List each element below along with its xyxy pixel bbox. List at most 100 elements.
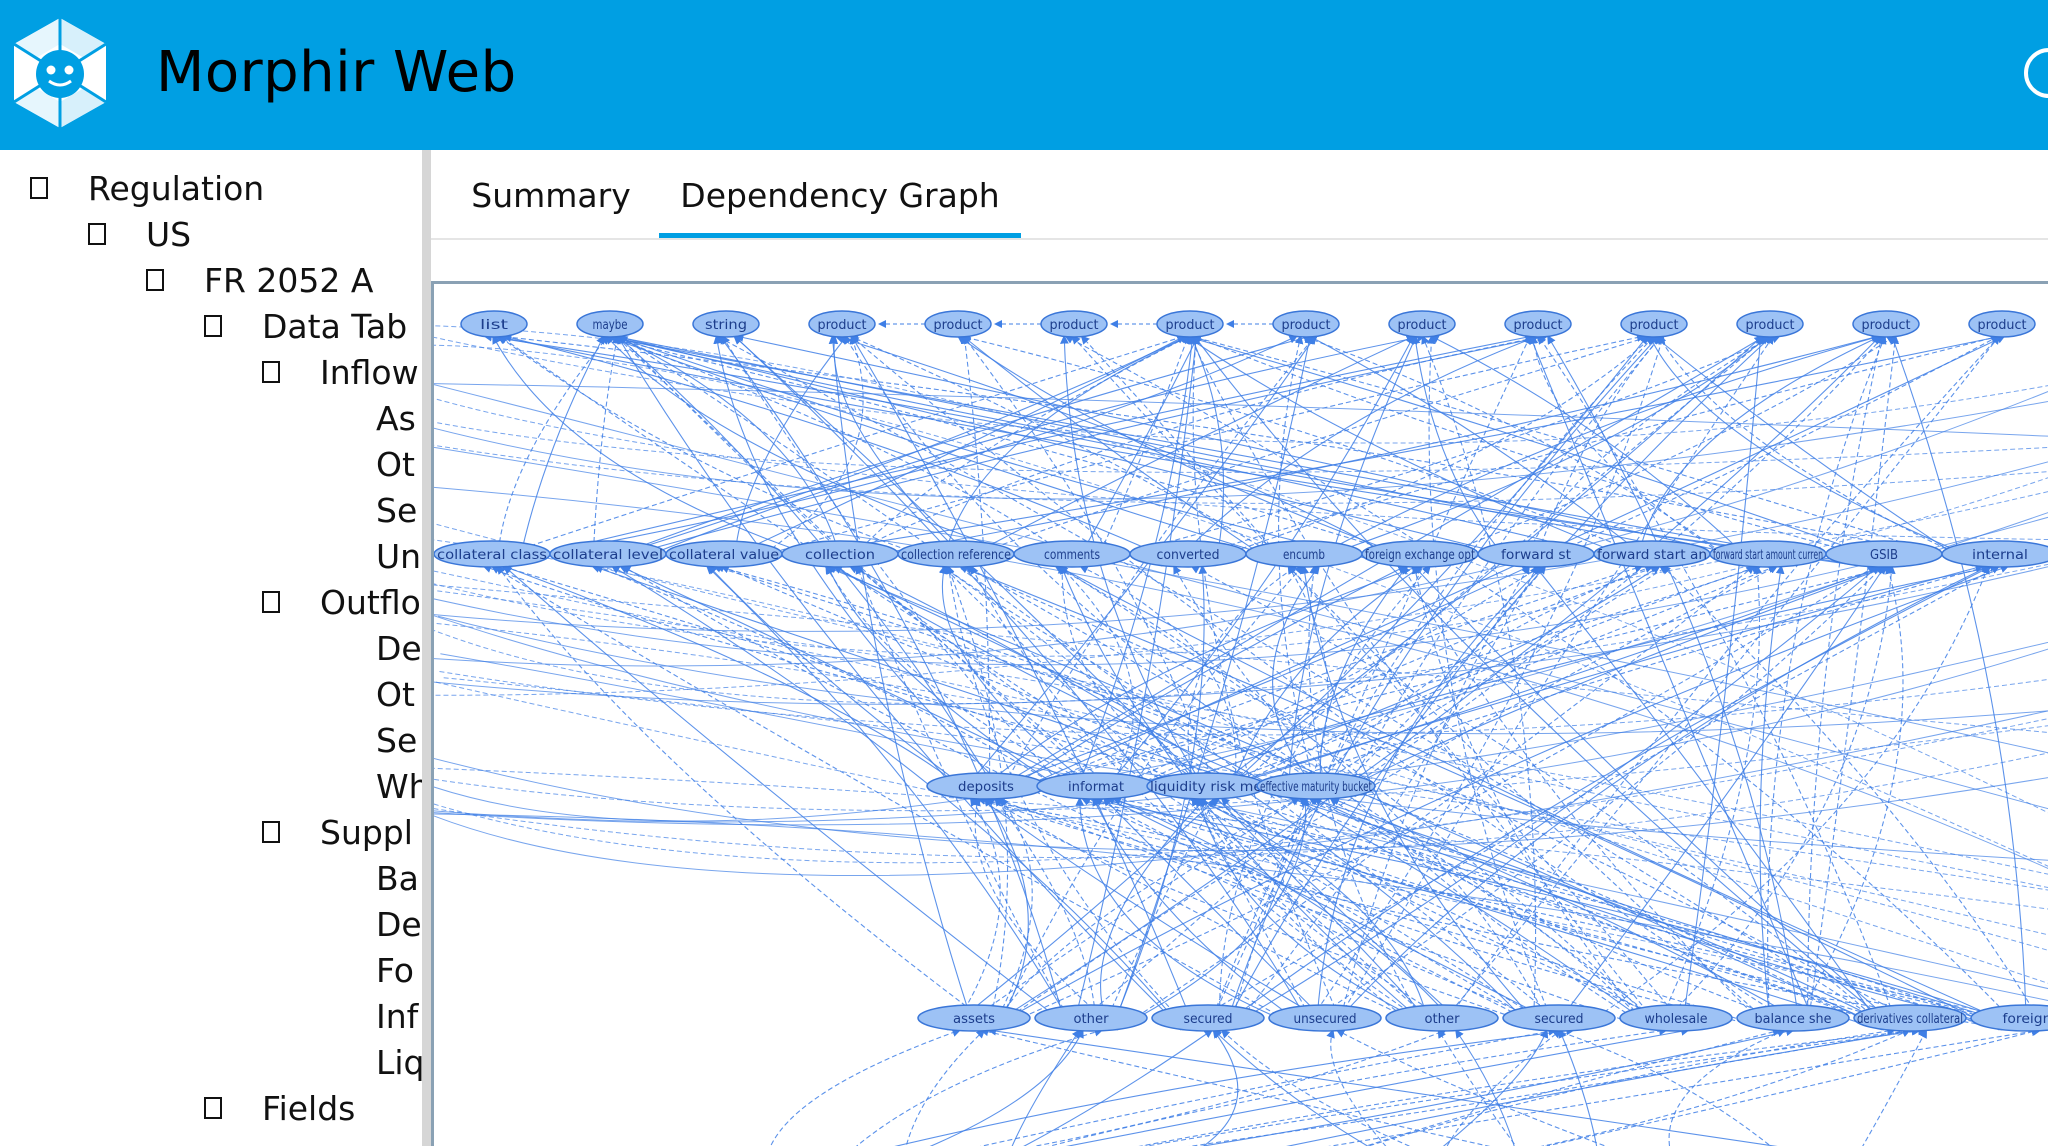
tree-item[interactable]: De [376,904,422,944]
tree-toggle-icon[interactable] [262,361,280,383]
graph-node-shape[interactable] [808,310,876,338]
graph-node-shape[interactable] [1151,1004,1265,1032]
graph-node[interactable]: effective maturity bucket [1256,772,1376,800]
graph-node-shape[interactable] [1941,540,2048,568]
graph-node[interactable]: product [1040,310,1108,338]
graph-node[interactable]: derivatives collateral [1853,1004,1967,1032]
tree-item[interactable]: US [88,214,191,254]
graph-node-shape[interactable] [1156,310,1224,338]
graph-node[interactable]: foreign [1970,1004,2048,1032]
graph-node-shape[interactable] [924,310,992,338]
graph-node[interactable]: product [1968,310,2036,338]
tree-item[interactable]: Outflo [262,582,421,622]
graph-node[interactable]: collection reference [897,540,1015,568]
graph-node[interactable]: product [808,310,876,338]
graph-node[interactable]: secured [1151,1004,1265,1032]
graph-node[interactable]: product [1736,310,1804,338]
tree-toggle-icon[interactable] [204,1097,222,1119]
graph-node[interactable]: collateral value [665,540,783,568]
graph-node[interactable]: collection [781,540,899,568]
morphir-logo-icon[interactable] [4,14,116,132]
graph-node[interactable]: product [1620,310,1688,338]
graph-node[interactable]: deposits [926,772,1046,800]
tree-item[interactable]: Ot [376,674,415,714]
tree-item[interactable]: Wh [376,766,422,806]
graph-node[interactable]: unsecured [1268,1004,1382,1032]
graph-node-shape[interactable] [576,310,644,338]
graph-node[interactable]: product [1504,310,1572,338]
graph-node-shape[interactable] [1620,310,1688,338]
graph-node[interactable]: informat [1036,772,1156,800]
tree-item[interactable]: Inflow [262,352,419,392]
graph-node[interactable]: product [924,310,992,338]
tree-item[interactable]: Ba [376,858,419,898]
graph-node[interactable]: collateral level [549,540,667,568]
graph-node[interactable]: product [1156,310,1224,338]
graph-node[interactable]: other [1385,1004,1499,1032]
tree-item[interactable]: Se [376,720,417,760]
tree-item[interactable]: Liq [376,1042,422,1082]
graph-node-shape[interactable] [460,310,528,338]
graph-node-shape[interactable] [1034,1004,1148,1032]
graph-node-shape[interactable] [1736,1004,1850,1032]
tree-item[interactable]: As [376,398,416,438]
graph-node-shape[interactable] [1040,310,1108,338]
tree-item[interactable]: Fields [204,1088,355,1128]
graph-node[interactable]: list [460,310,528,338]
graph-node-shape[interactable] [1619,1004,1733,1032]
tree-toggle-icon[interactable] [204,315,222,337]
graph-node[interactable]: forward st [1477,540,1595,568]
tree-item[interactable]: Suppl [262,812,413,852]
tab-summary[interactable]: Summary [453,168,649,238]
tree-item[interactable]: FR 2052 A [146,260,373,300]
tree-item[interactable]: Regulation [30,168,264,208]
graph-node-shape[interactable] [1853,1004,1967,1032]
graph-node-shape[interactable] [1852,310,1920,338]
graph-node[interactable]: other [1034,1004,1148,1032]
sidebar-resize-handle[interactable] [422,150,431,1146]
tree-item[interactable]: Data Tab [204,306,407,346]
graph-node-shape[interactable] [1970,1004,2048,1032]
tree-item[interactable]: Fo [376,950,414,990]
tab-dependency-graph[interactable]: Dependency Graph [659,168,1021,238]
graph-node[interactable]: comments [1013,540,1131,568]
graph-node[interactable]: balance she [1736,1004,1850,1032]
account-icon[interactable] [2024,48,2048,98]
tree-item[interactable]: Se [376,490,417,530]
graph-node[interactable]: GSIB [1825,540,1943,568]
graph-node[interactable]: collateral class [434,540,551,568]
graph-node-shape[interactable] [1385,1004,1499,1032]
tree-toggle-icon[interactable] [262,591,280,613]
graph-node-shape[interactable] [1268,1004,1382,1032]
graph-node[interactable]: assets [917,1004,1031,1032]
graph-node-shape[interactable] [1502,1004,1616,1032]
graph-node[interactable]: foreign exchange opt [1361,540,1479,568]
graph-node[interactable]: internal [1941,540,2048,568]
graph-node[interactable]: encumb [1245,540,1363,568]
graph-node[interactable]: forward start an [1593,540,1711,568]
graph-node-shape[interactable] [1256,772,1376,800]
graph-node-shape[interactable] [692,310,760,338]
graph-node-shape[interactable] [1968,310,2036,338]
tree-toggle-icon[interactable] [262,821,280,843]
tree-toggle-icon[interactable] [30,177,48,199]
tree-item[interactable]: Inf [376,996,418,1036]
graph-node-shape[interactable] [917,1004,1031,1032]
graph-node[interactable]: product [1272,310,1340,338]
tree-item[interactable]: Un [376,536,421,576]
graph-node[interactable]: string [692,310,760,338]
graph-node-shape[interactable] [1736,310,1804,338]
graph-node[interactable]: forward start amount curren [1709,540,1827,568]
graph-node-shape[interactable] [1388,310,1456,338]
tree-toggle-icon[interactable] [146,269,164,291]
tree-item[interactable]: Ot [376,444,415,484]
graph-node[interactable]: product [1852,310,1920,338]
graph-node-shape[interactable] [1504,310,1572,338]
graph-node[interactable]: liquidity risk me [1146,772,1266,800]
graph-node[interactable]: secured [1502,1004,1616,1032]
tree-item[interactable]: De [376,628,422,668]
graph-node-shape[interactable] [1272,310,1340,338]
graph-node[interactable]: wholesale [1619,1004,1733,1032]
